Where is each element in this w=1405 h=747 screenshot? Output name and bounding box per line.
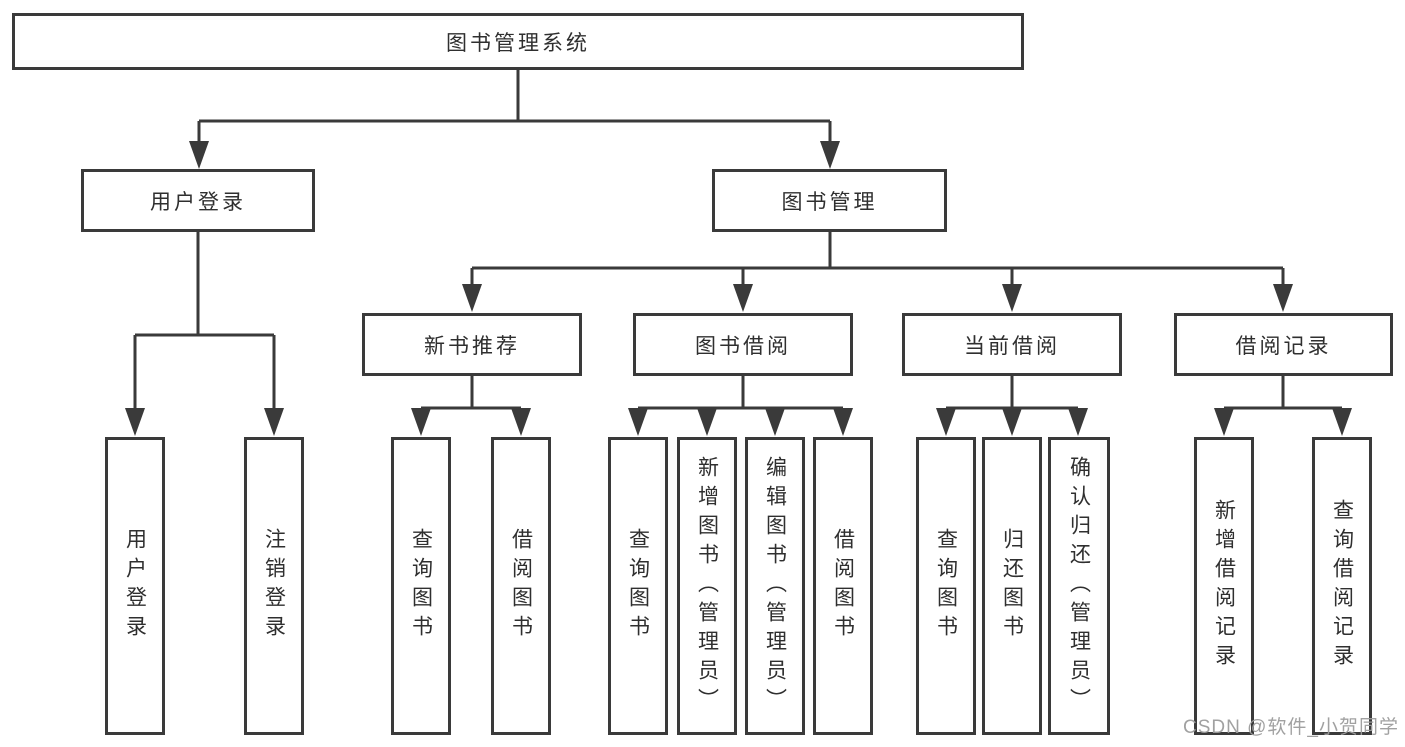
node-add-books-admin: 新增图书（管理员） — [677, 437, 737, 735]
node-borrowing-borrow-books: 借阅图书 — [813, 437, 873, 735]
node-new-book-recommendation: 新书推荐 — [362, 313, 582, 376]
csdn-watermark: CSDN @软件_小贺同学 — [1183, 717, 1399, 738]
node-book-management: 图书管理 — [712, 169, 947, 232]
node-current-borrowing: 当前借阅 — [902, 313, 1122, 376]
node-newbook-query-books: 查询图书 — [391, 437, 451, 735]
node-confirm-return-admin: 确认归还（管理员） — [1048, 437, 1110, 735]
node-logout-action: 注销登录 — [244, 437, 304, 735]
node-current-query-books: 查询图书 — [916, 437, 976, 735]
node-library-system: 图书管理系统 — [12, 13, 1024, 70]
node-user-login-action: 用户登录 — [105, 437, 165, 735]
node-newbook-borrow-books: 借阅图书 — [491, 437, 551, 735]
node-borrowing-records: 借阅记录 — [1174, 313, 1393, 376]
node-add-borrow-record: 新增借阅记录 — [1194, 437, 1254, 735]
node-book-borrowing: 图书借阅 — [633, 313, 853, 376]
node-user-login: 用户登录 — [81, 169, 315, 232]
node-return-books: 归还图书 — [982, 437, 1042, 735]
node-borrowing-query-books: 查询图书 — [608, 437, 668, 735]
node-edit-books-admin: 编辑图书（管理员） — [745, 437, 805, 735]
arrowhead-icons — [125, 141, 1352, 436]
node-query-borrow-record: 查询借阅记录 — [1312, 437, 1372, 735]
